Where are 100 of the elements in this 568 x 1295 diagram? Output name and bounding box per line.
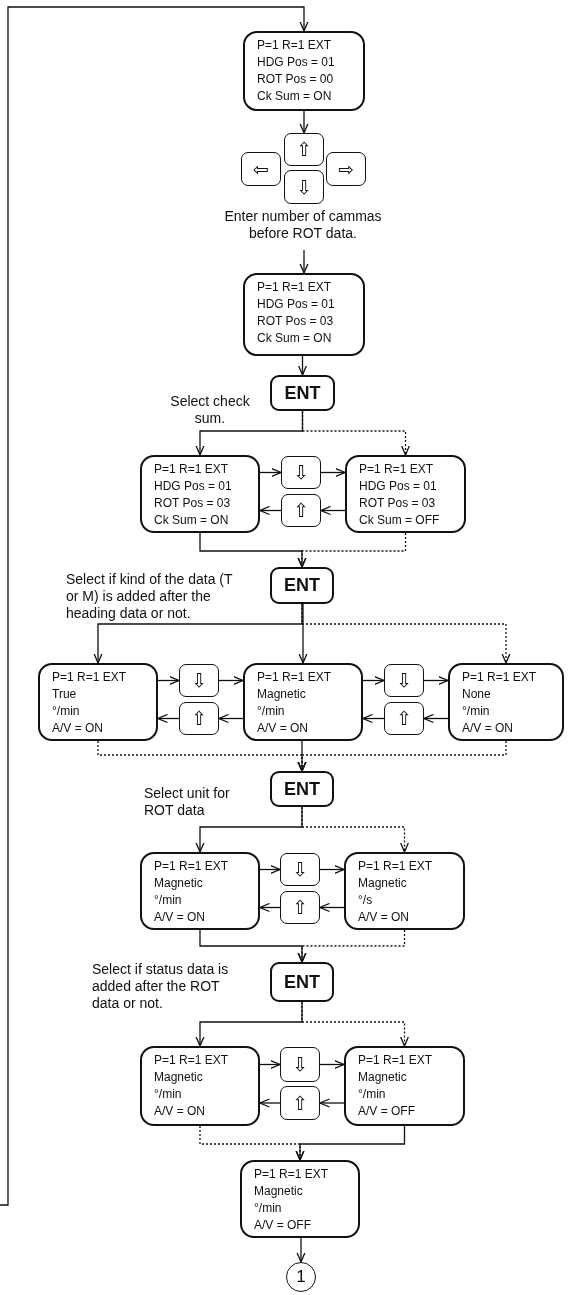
display-screen	[344, 1046, 465, 1126]
display-line: A/V = ON	[462, 720, 514, 737]
arrow	[362, 713, 385, 724]
dashed-arrow	[297, 740, 507, 772]
display-line: °/s	[358, 892, 373, 909]
display-line: ROT Pos = 00	[257, 71, 334, 88]
display-line: A/V = OFF	[254, 1217, 311, 1234]
arrow-key: ⇧	[280, 891, 320, 924]
display-line: ROT Pos = 03	[359, 495, 436, 512]
display-screen	[243, 273, 365, 356]
display-line: P=1 R=1 EXT	[462, 669, 537, 686]
arrow	[195, 410, 304, 456]
display-screen	[243, 663, 363, 741]
instruction-text: Select if status data is added after the ROT data or not.	[92, 961, 230, 1012]
enter-key: ENT	[270, 962, 334, 1002]
display-line: Ck Sum = ON	[257, 88, 332, 105]
display-screen	[243, 31, 365, 111]
arrow-key: ⇧	[179, 702, 219, 735]
display-line: °/min	[254, 1200, 282, 1217]
arrow-key: ⇩	[280, 1047, 320, 1082]
arrow	[259, 505, 282, 516]
display-line: Ck Sum = ON	[154, 512, 229, 529]
instruction-text: Enter number of cammas before ROT data.	[203, 208, 403, 250]
dashed-arrow	[297, 532, 407, 568]
display-screen	[140, 1046, 260, 1126]
arrow	[423, 713, 449, 724]
arrow	[319, 902, 345, 913]
arrow	[259, 864, 281, 875]
arrow	[299, 249, 309, 274]
display-line: °/min	[358, 1086, 386, 1103]
display-line: Ck Sum = OFF	[359, 512, 440, 529]
arrow	[320, 467, 346, 478]
display-line: Magnetic	[358, 875, 407, 892]
arrow	[0, 6, 309, 1206]
display-line: ROT Pos = 03	[257, 313, 334, 330]
display-line: A/V = ON	[154, 1103, 206, 1120]
arrow	[299, 110, 309, 134]
display-line: True	[52, 686, 77, 703]
display-screen	[448, 663, 564, 741]
enter-key: ENT	[270, 771, 334, 807]
display-line: P=1 R=1 EXT	[254, 1166, 329, 1183]
arrow-key: ⇦	[241, 152, 281, 186]
connector-circle: 1	[286, 1262, 316, 1292]
display-line: A/V = ON	[358, 909, 410, 926]
display-line: Magnetic	[154, 875, 203, 892]
dashed-arrow	[301, 603, 511, 664]
arrow	[157, 713, 180, 724]
arrow	[423, 675, 449, 686]
dashed-arrow	[297, 929, 406, 963]
arrow	[295, 1125, 406, 1161]
arrow	[319, 1059, 345, 1070]
display-line: P=1 R=1 EXT	[257, 37, 332, 54]
display-line: Magnetic	[254, 1183, 303, 1200]
display-line: None	[462, 686, 491, 703]
arrow-key: ⇩	[280, 853, 320, 886]
display-line: ROT Pos = 03	[154, 495, 231, 512]
display-line: P=1 R=1 EXT	[52, 669, 127, 686]
display-line: Magnetic	[154, 1069, 203, 1086]
display-screen	[345, 455, 466, 533]
arrow	[362, 675, 385, 686]
arrow-key: ⇧	[281, 494, 321, 527]
arrow	[259, 467, 282, 478]
display-line: P=1 R=1 EXT	[154, 858, 229, 875]
display-line: °/min	[52, 703, 80, 720]
display-screen	[344, 852, 465, 930]
display-line: HDG Pos = 01	[359, 478, 437, 495]
arrow	[298, 603, 308, 664]
arrow	[296, 1237, 306, 1263]
arrow-key: ⇩	[384, 664, 424, 697]
display-line: °/min	[257, 703, 285, 720]
arrow-key: ⇩	[281, 456, 321, 489]
enter-key: ENT	[270, 375, 335, 411]
display-line: Magnetic	[257, 686, 306, 703]
display-line: HDG Pos = 01	[257, 296, 335, 313]
arrow	[259, 902, 281, 913]
display-line: P=1 R=1 EXT	[358, 1052, 433, 1069]
display-line: P=1 R=1 EXT	[154, 1052, 229, 1069]
dashed-arrow	[301, 1001, 410, 1047]
enter-key: ENT	[270, 567, 334, 604]
display-line: °/min	[154, 1086, 182, 1103]
display-screen	[140, 455, 260, 533]
arrow	[259, 1098, 281, 1108]
instruction-text: Select if kind of the data (T or M) is added after the heading data or not.	[66, 571, 234, 622]
display-line: HDG Pos = 01	[257, 54, 335, 71]
arrow-key: ⇧	[384, 702, 424, 735]
arrow	[195, 806, 303, 853]
arrow	[297, 355, 308, 376]
display-line: °/min	[154, 892, 182, 909]
display-screen	[38, 663, 158, 741]
dashed-arrow	[301, 806, 410, 853]
display-line: P=1 R=1 EXT	[358, 858, 433, 875]
arrow	[259, 1059, 281, 1070]
instruction-text: Select check sum.	[169, 393, 251, 427]
display-line: P=1 R=1 EXT	[257, 279, 332, 296]
display-line: A/V = ON	[52, 720, 104, 737]
display-line: HDG Pos = 01	[154, 478, 232, 495]
arrow	[319, 864, 345, 875]
display-line: Magnetic	[358, 1069, 407, 1086]
display-line: P=1 R=1 EXT	[257, 669, 332, 686]
arrow-key: ⇧	[284, 133, 324, 166]
